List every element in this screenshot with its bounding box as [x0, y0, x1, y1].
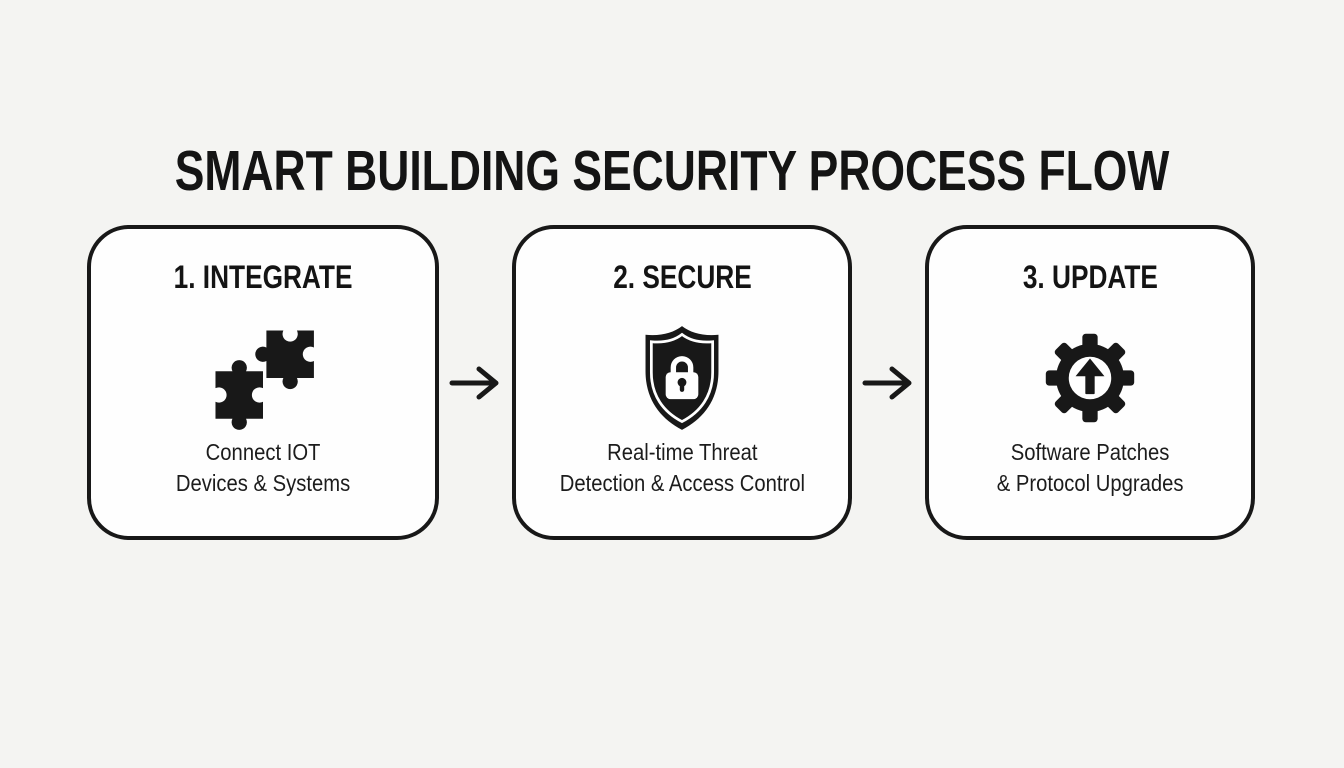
step-description: Real-time Threat Detection & Access Cont… [559, 437, 804, 500]
step-description-line: Devices & Systems [175, 470, 351, 497]
step-box-integrate: 1. INTEGRATE Connect IOT Devices & Syste… [87, 225, 439, 540]
flow-connector-1 [439, 225, 512, 540]
gear-update-icon [1039, 322, 1141, 434]
step-description-line: & Protocol Upgrades [996, 470, 1184, 497]
process-flow: 1. INTEGRATE Connect IOT Devices & Syste… [87, 225, 1255, 540]
step-description-line: Software Patches [1010, 438, 1170, 465]
step-description-line: Real-time Threat [606, 438, 758, 465]
step-heading: 1. INTEGRATE [173, 259, 353, 295]
step-heading: 3. UPDATE [1022, 259, 1158, 295]
right-arrow-icon [862, 366, 911, 399]
page-title: SMART BUILDING SECURITY PROCESS FLOW [174, 139, 1170, 204]
shield-lock-icon [634, 322, 730, 434]
step-description: Connect IOT Devices & Systems [176, 437, 350, 500]
step-description-line: Detection & Access Control [559, 470, 805, 497]
step-box-update: 3. UPDATE [925, 225, 1255, 540]
flow-connector-2 [852, 225, 925, 540]
step-heading: 2. SECURE [612, 259, 752, 295]
right-arrow-icon [449, 366, 498, 399]
step-box-secure: 2. SECURE Real-time Threat Detection & A… [512, 225, 852, 540]
step-description: Software Patches & Protocol Upgrades [997, 437, 1184, 500]
step-description-line: Connect IOT [205, 438, 321, 465]
puzzle-pieces-icon [204, 322, 322, 434]
